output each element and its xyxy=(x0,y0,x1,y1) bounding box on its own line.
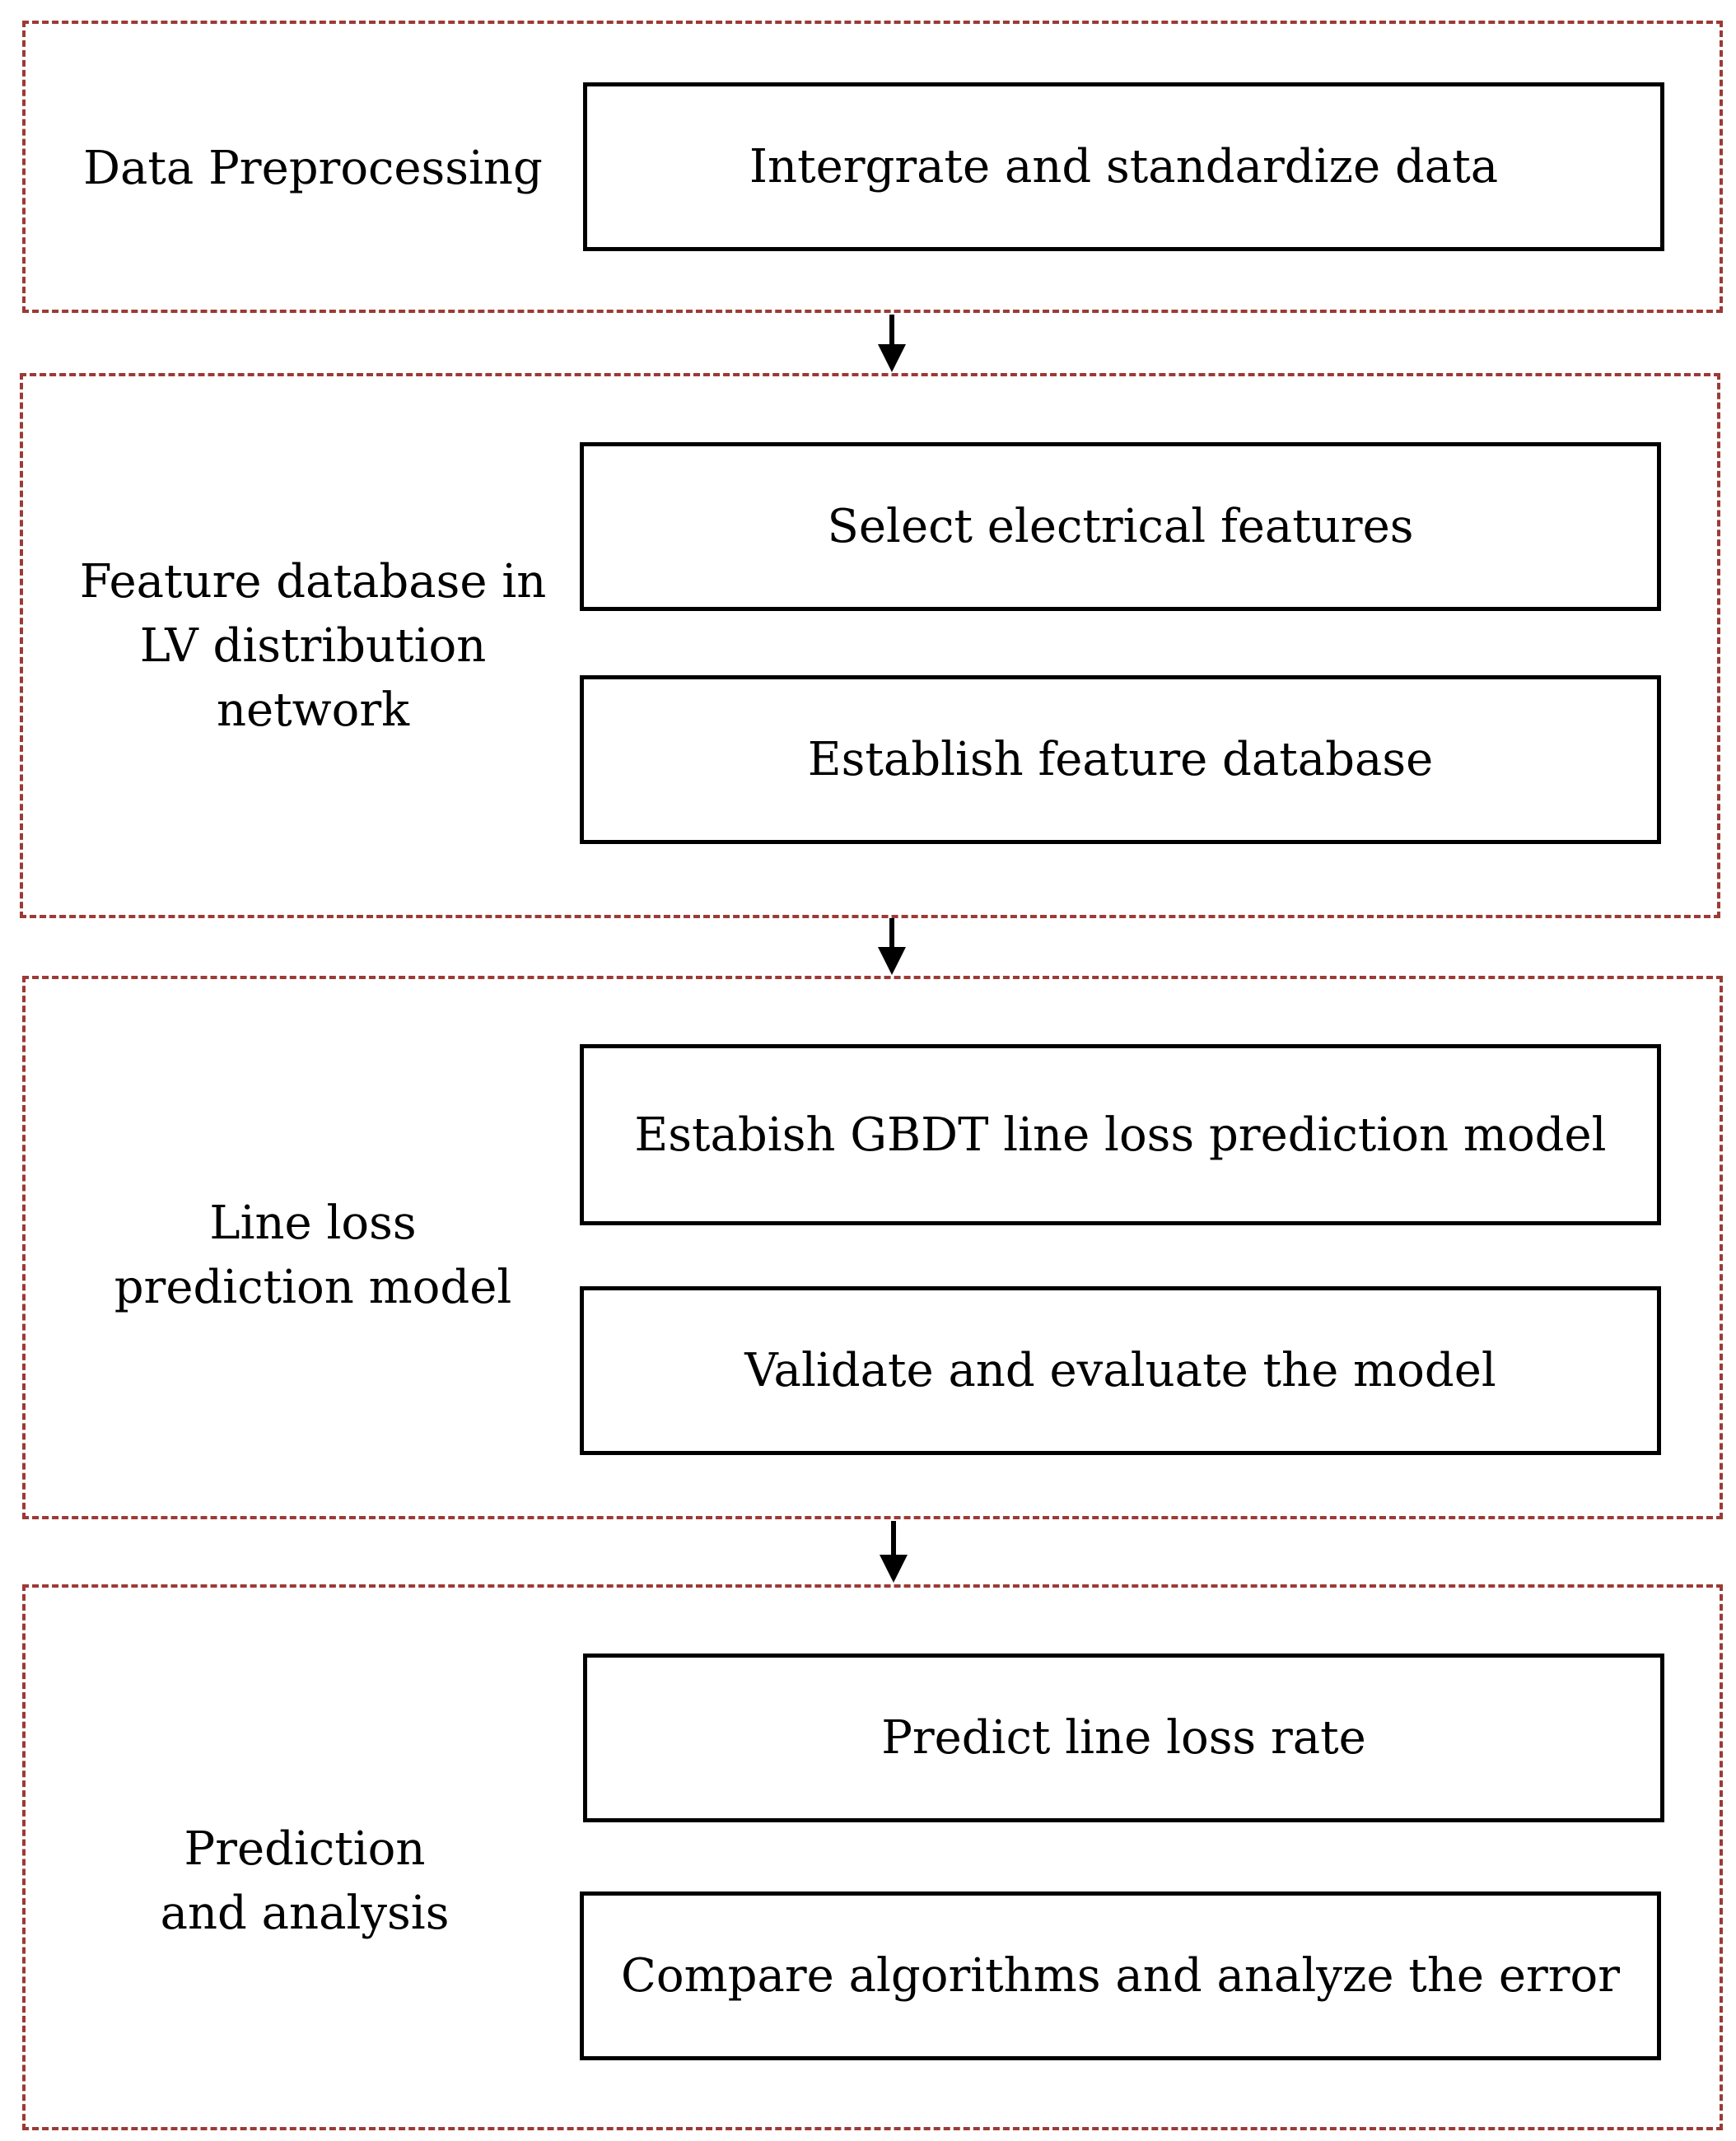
step-validate-evaluate-model: Validate and evaluate the model xyxy=(580,1286,1661,1455)
stage-frame-feature-database xyxy=(20,373,1720,918)
stage-label-prediction-and-analysis: Prediction and analysis xyxy=(160,1822,450,1940)
stage-frame-prediction-and-analysis xyxy=(22,1584,1723,2130)
step-integrate-standardize-data: Intergrate and standardize data xyxy=(583,82,1664,251)
stage-frame-line-loss-prediction-model xyxy=(22,976,1723,1519)
step-select-electrical-features: Select electrical features xyxy=(580,442,1661,611)
stage-frame-data-preprocessing xyxy=(22,21,1723,313)
arrow-stage3-to-stage4 xyxy=(880,1521,908,1583)
step-establish-gbdt-model: Estabish GBDT line loss prediction model xyxy=(580,1044,1661,1225)
stage-label-line-loss-prediction-model: Line loss prediction model xyxy=(114,1196,512,1314)
step-compare-algorithms-analyze-error: Compare algorithms and analyze the error xyxy=(580,1891,1661,2060)
arrow-stage2-to-stage3 xyxy=(878,918,906,975)
step-predict-line-loss-rate: Predict line loss rate xyxy=(583,1654,1664,1822)
stage-label-feature-database: Feature database in LV distribution netw… xyxy=(79,555,547,737)
stage-label-data-preprocessing: Data Preprocessing xyxy=(83,142,543,195)
arrow-stage1-to-stage2 xyxy=(878,315,906,372)
step-establish-feature-database: Establish feature database xyxy=(580,675,1661,844)
